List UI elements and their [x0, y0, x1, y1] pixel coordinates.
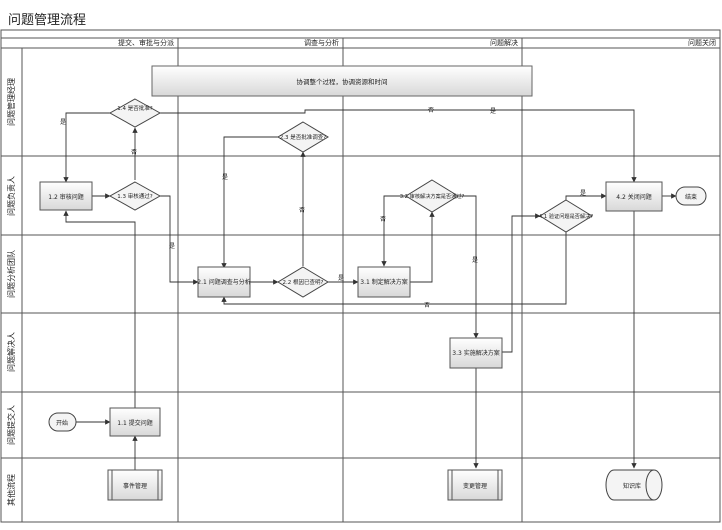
decision-3-2-label: 3.2 审核解决方案是否通过?: [400, 192, 465, 200]
coordination-label: 协调整个过程，协调资源和时间: [297, 77, 388, 86]
decision-3-2: [405, 179, 459, 213]
event-management-subprocess: [107, 469, 163, 501]
lane-label-analysis-team: 问题分析团队: [6, 250, 16, 298]
end-label: 结束: [685, 193, 697, 201]
lane-label-manager: 问题管理经理: [6, 78, 16, 126]
process-2-1: [197, 266, 251, 298]
label-no-4: 否: [380, 216, 386, 223]
process-2-1-label: 2.1 问题调查与分析: [197, 278, 250, 286]
decision-2-2: [277, 266, 329, 298]
process-3-3-label: 3.3 实施解决方案: [452, 349, 499, 357]
process-4-2: [605, 181, 663, 212]
label-yes-6: 是: [472, 257, 478, 264]
decision-4-1: [539, 199, 593, 233]
decision-1-4-label: 1.4 是否批准?: [117, 104, 152, 112]
end-terminator: [675, 186, 707, 206]
decision-1-3-label: 1.3 审核通过?: [117, 192, 152, 200]
process-3-3: [449, 337, 503, 369]
label-yes-2: 是: [169, 243, 175, 250]
process-3-1: [357, 266, 411, 298]
event-management-label: 事件管理: [123, 482, 147, 490]
lane-label-owner: 问题负责人: [6, 176, 16, 216]
change-management-label: 变更管理: [463, 482, 487, 490]
knowledge-base: 知识库: [605, 469, 663, 501]
process-1-1: [109, 407, 161, 437]
page-title: 问题管理流程: [8, 13, 87, 28]
phase-header-investigate: 调查与分析: [304, 38, 339, 47]
label-yes-3: 是: [490, 108, 496, 115]
decision-1-4: [108, 98, 162, 128]
label-yes-4: 是: [222, 174, 228, 181]
decision-2-3: [277, 121, 329, 153]
diagram-frame: [0, 29, 721, 523]
knowledge-base-label: 知识库: [623, 482, 641, 490]
coordination-box: [151, 65, 533, 97]
phase-header-submit: 提交、审批与分派: [118, 38, 174, 47]
change-management-subprocess: [447, 469, 503, 501]
label-no-3: 否: [299, 207, 305, 214]
process-1-2-label: 1.2 审核问题: [48, 193, 83, 201]
phase-header-resolve: 问题解决: [490, 38, 518, 47]
label-yes-7: 是: [580, 190, 586, 197]
start-terminator: [48, 412, 77, 432]
lane-label-resolver: 问题解决人: [6, 332, 16, 372]
label-yes-5: 是: [338, 275, 344, 282]
process-1-2: [39, 181, 93, 211]
lane-label-other-process: 其他流程: [6, 474, 16, 506]
label-no-1: 否: [131, 149, 137, 156]
decision-1-3: [108, 181, 162, 211]
lane-label-submitter: 问题提交人: [6, 405, 16, 445]
connectors: [63, 109, 677, 470]
decision-4-1-label: 4.1 验证问题是否解决?: [539, 212, 593, 220]
start-label: 开始: [56, 419, 68, 427]
process-3-1-label: 3.1 制定解决方案: [360, 278, 407, 286]
process-4-2-label: 4.2 关闭问题: [616, 193, 651, 201]
decision-2-2-label: 2.2 根因已查明?: [283, 278, 324, 286]
label-yes-1: 是: [60, 119, 66, 126]
decision-2-3-label: 2.3 是否批准调查?: [280, 133, 326, 141]
phase-header-close: 问题关闭: [688, 38, 716, 47]
process-1-1-label: 1.1 提交问题: [117, 419, 152, 427]
label-no-5: 否: [424, 302, 430, 309]
label-no-2: 否: [428, 107, 434, 114]
